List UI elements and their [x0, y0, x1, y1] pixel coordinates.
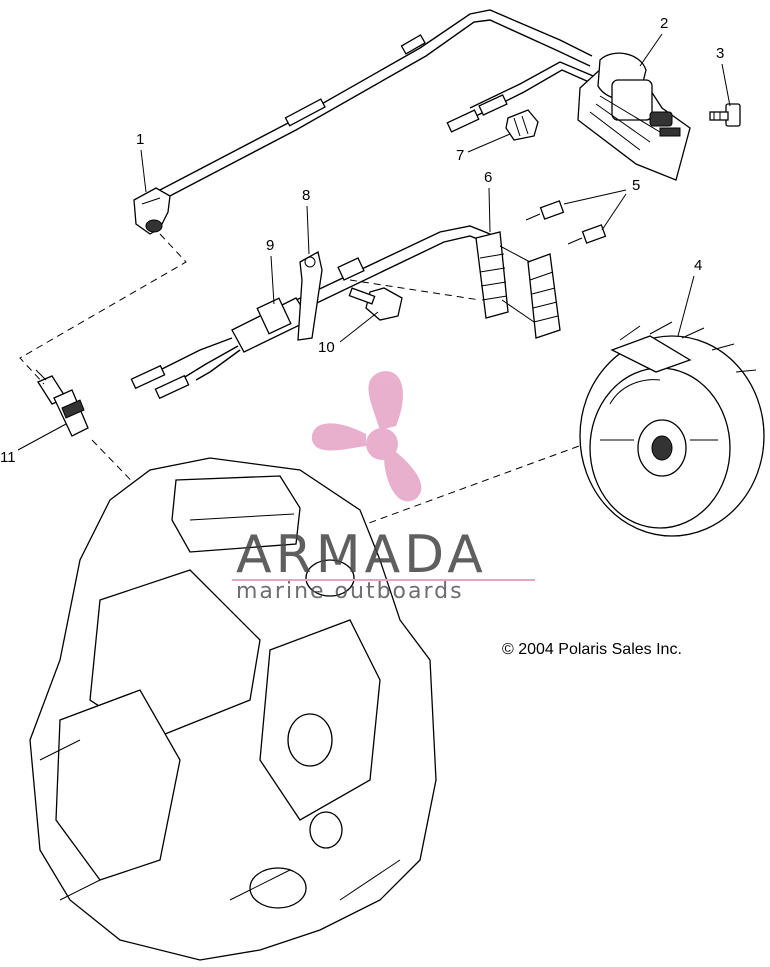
callout-4: 4 — [694, 257, 702, 274]
engine-block — [29, 457, 437, 961]
callout-9: 9 — [266, 237, 274, 254]
callout-11: 11 — [0, 449, 16, 466]
copyright-notice: © 2004 Polaris Sales Inc. — [502, 641, 682, 658]
callout-3: 3 — [716, 45, 724, 62]
callout-6: 6 — [484, 169, 492, 186]
watermark-propeller-logo — [311, 371, 422, 502]
coil-primary-wires — [446, 61, 599, 133]
wire-clamp — [297, 251, 323, 341]
callout-7: 7 — [456, 147, 464, 164]
callout-8: 8 — [302, 187, 310, 204]
screw — [709, 103, 741, 127]
callout-1: 1 — [136, 131, 144, 148]
bolt — [348, 287, 403, 321]
flywheel — [579, 321, 765, 537]
stator-coil — [475, 231, 561, 339]
callout-2: 2 — [660, 15, 668, 32]
stator-screws — [525, 200, 607, 245]
spark-plug-cap — [133, 187, 171, 235]
wire-connector — [505, 109, 539, 141]
spark-plug — [35, 369, 89, 437]
ignition-coil — [577, 52, 691, 181]
watermark-subtitle: marine outboards — [236, 579, 464, 604]
ignition-coil-lead — [159, 9, 593, 199]
callouts: 1 2 3 4 5 6 7 8 9 10 11 — [0, 15, 731, 466]
watermark-title: ARMADA — [236, 525, 487, 585]
callout-5: 5 — [632, 177, 640, 194]
callout-10: 10 — [318, 339, 335, 356]
